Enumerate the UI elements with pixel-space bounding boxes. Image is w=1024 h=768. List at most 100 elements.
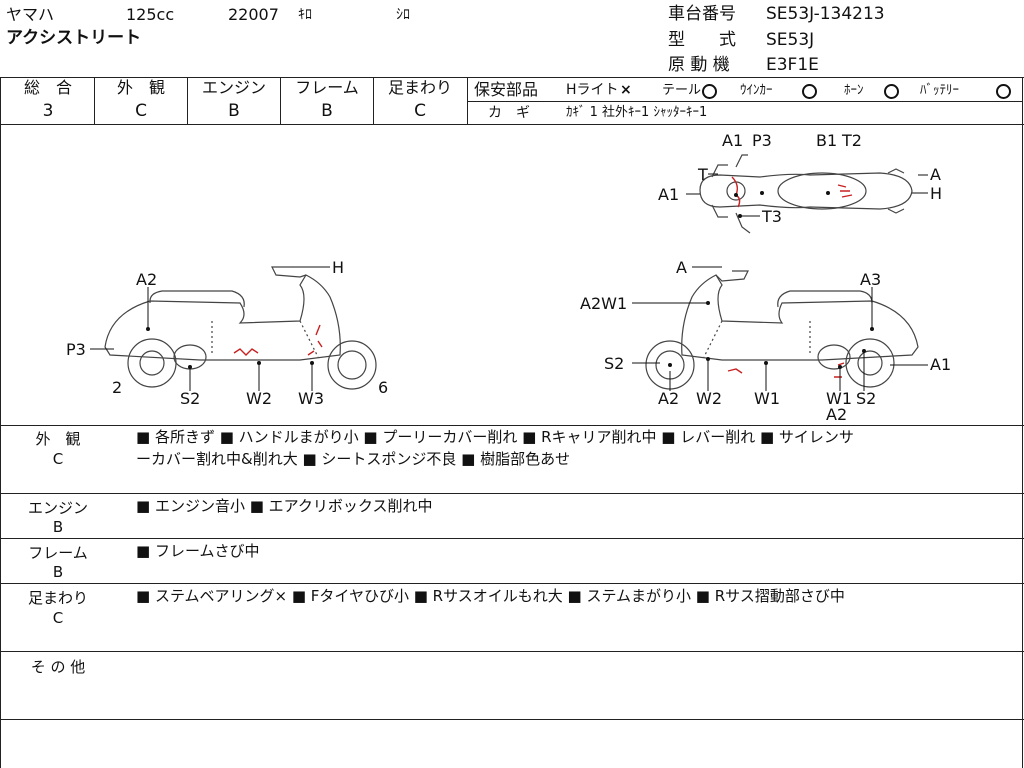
diagram-label: P3 <box>66 340 86 359</box>
diagram-label: T2 <box>842 131 862 150</box>
divider <box>0 719 1024 720</box>
grade-label-exterior: 外 観 <box>116 78 165 97</box>
headlight-label: Hライト <box>566 82 619 98</box>
grade-label-suspension: 足まわり <box>387 78 452 97</box>
diagram-label: B1 <box>816 131 838 150</box>
grade-value-overall: 3 <box>42 101 54 121</box>
divider <box>0 425 1024 426</box>
safety-label: 保安部品 <box>474 80 539 99</box>
section-label: フレーム <box>28 544 88 562</box>
diagram-label: H <box>930 184 943 203</box>
section-grade: C <box>52 450 64 468</box>
section-label: 外 観 <box>35 430 81 448</box>
diagram-label: A1 <box>658 185 680 204</box>
scooter-top-view <box>699 154 913 234</box>
section-grade: B <box>52 518 64 536</box>
diagram-label: P3 <box>752 131 772 150</box>
diagram-label: A2 <box>136 270 158 289</box>
divider <box>467 77 468 124</box>
type-value: SE53J <box>766 30 815 50</box>
frame-no: SE53J-134213 <box>766 4 885 24</box>
diagram-label: T <box>698 165 708 184</box>
section-grade: B <box>52 563 64 581</box>
divider <box>280 77 281 124</box>
section-note: ーカバー割れ中&削れ大 ■ シートスポンジ不良 ■ 樹脂部色あせ <box>136 450 571 468</box>
key-value: ｶｷﾞ 1 社外ｷｰ1 ｼｬｯﾀｰｷｰ1 <box>566 105 708 120</box>
diagram-label: S2 <box>604 354 625 373</box>
battery-label: ﾊﾞｯﾃﾘｰ <box>920 83 959 98</box>
section-label: そ の 他 <box>30 658 86 676</box>
divider <box>467 101 1023 102</box>
diagram-label: A2 <box>826 405 848 424</box>
battery-ok-icon <box>996 84 1011 99</box>
grade-value-exterior: C <box>135 101 147 121</box>
horn-ok-icon <box>884 84 899 99</box>
diagram-label: A1 <box>722 131 744 150</box>
divider <box>0 583 1024 584</box>
grade-value-suspension: C <box>414 101 426 121</box>
horn-label: ﾎｰﾝ <box>844 83 864 98</box>
diagram-label: A2 <box>658 389 680 408</box>
diagram-label: 6 <box>378 378 389 397</box>
diagram-label: W1 <box>826 389 852 408</box>
leader-lines <box>90 173 928 391</box>
tail-ok-icon <box>702 84 717 99</box>
damage-marks <box>233 176 853 378</box>
diagram-label: W1 <box>754 389 780 408</box>
diagram-label: W2 <box>246 389 272 408</box>
winker-label: ｳｲﾝｶｰ <box>740 83 773 98</box>
grade-value-engine: B <box>228 101 240 121</box>
divider <box>0 77 1 768</box>
section-note: ■ 各所きず ■ ハンドルまがり小 ■ プーリーカバー削れ ■ Rキャリア削れ中… <box>136 428 854 446</box>
engine-label: 原 動 機 <box>668 55 730 75</box>
divider <box>0 493 1024 494</box>
section-note: ■ エンジン音小 ■ エアクリボックス削れ中 <box>136 497 433 515</box>
mileage: 22007 <box>228 5 279 24</box>
tail-label: テール <box>662 83 702 98</box>
divider <box>373 77 374 124</box>
condition-diagram: A1 P3 B1 T2 T A1 A H T3 H A2 P3 2 S2 W2 … <box>0 125 1024 425</box>
grade-label-engine: エンジン <box>201 78 266 97</box>
engine-value: E3F1E <box>766 55 819 75</box>
maker: ヤマハ <box>6 5 55 24</box>
divider <box>94 77 95 124</box>
scooter-diagrams-svg <box>90 154 928 391</box>
winker-ok-icon <box>802 84 817 99</box>
section-grade: C <box>52 609 64 627</box>
divider <box>187 77 188 124</box>
diagram-label: A3 <box>860 270 882 289</box>
grade-value-frame: B <box>321 101 333 121</box>
diagram-label: A <box>930 165 941 184</box>
grade-label-overall: 総 合 <box>23 78 72 97</box>
mileage-unit: ｷﾛ <box>298 7 312 23</box>
section-note: ■ ステムベアリング× ■ Fタイヤひび小 ■ Rサスオイルもれ大 ■ ステムま… <box>136 587 845 605</box>
divider <box>0 538 1024 539</box>
damage-points <box>146 191 874 369</box>
grade-label-frame: フレーム <box>295 78 359 97</box>
diagram-label: H <box>332 258 345 277</box>
section-label: エンジン <box>27 499 88 517</box>
displacement: 125cc <box>126 5 175 24</box>
diagram-label: S2 <box>180 389 201 408</box>
section-note: ■ フレームさび中 <box>136 542 260 560</box>
headlight-mark: × <box>620 82 632 98</box>
diagram-label: A <box>676 258 687 277</box>
diagram-label: 2 <box>112 378 123 397</box>
model-name: アクシストリート <box>6 28 142 48</box>
type-label: 型 式 <box>668 30 736 50</box>
divider <box>0 77 1024 78</box>
diagram-label: A2W1 <box>580 294 628 313</box>
diagram-label: T3 <box>762 207 782 226</box>
diagram-label: W2 <box>696 389 722 408</box>
divider <box>1022 77 1023 768</box>
frame-no-label: 車台番号 <box>668 4 736 24</box>
divider <box>0 124 1024 125</box>
section-label: 足まわり <box>27 589 88 607</box>
scooter-left-view <box>104 266 377 390</box>
key-label: カ ギ <box>488 105 530 121</box>
diagram-label: S2 <box>856 389 877 408</box>
diagram-label: A1 <box>930 355 952 374</box>
divider <box>0 651 1024 652</box>
color: ｼﾛ <box>396 7 410 23</box>
diagram-label: W3 <box>298 389 324 408</box>
